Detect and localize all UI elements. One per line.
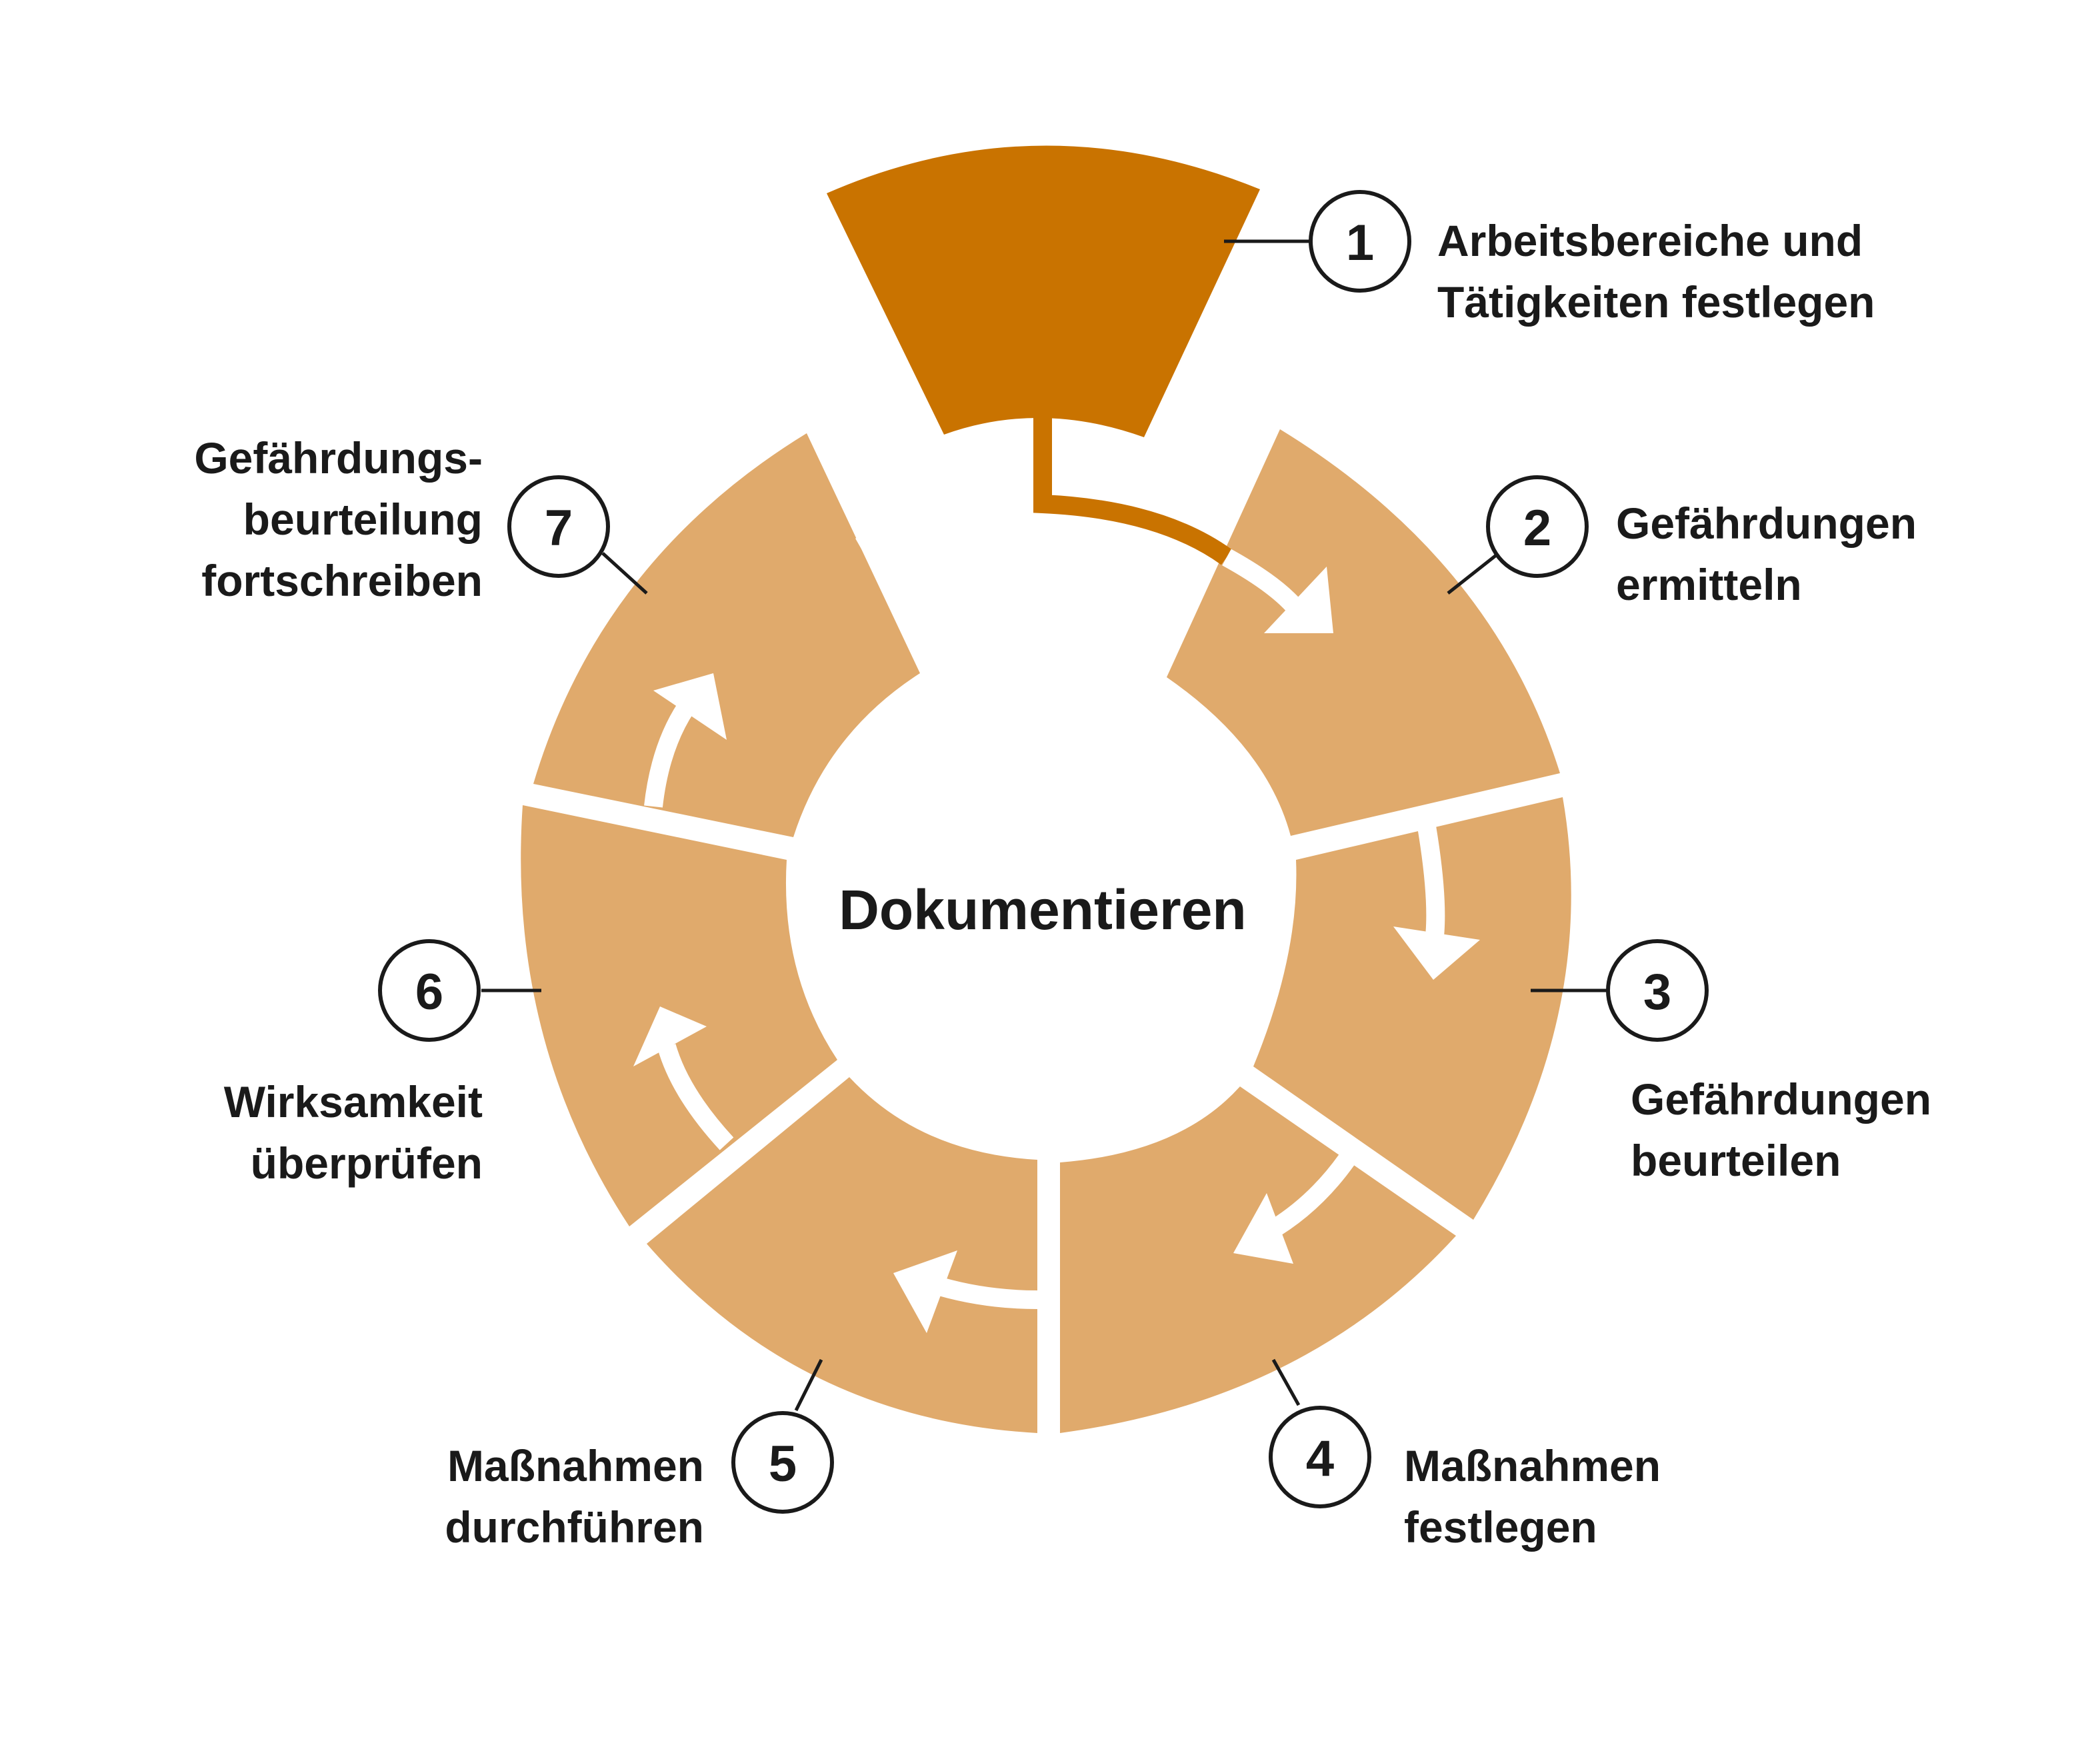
segment-2	[1167, 429, 1560, 836]
step-6-label-line-2: überprüfen	[251, 1138, 483, 1188]
step-labels: Arbeitsbereiche und Tätigkeiten festlege…	[194, 216, 1931, 1552]
step-7-label-line-1: Gefährdungs-	[194, 433, 483, 483]
step-3-label-line-2: beurteilen	[1631, 1136, 1841, 1185]
step-3-label-line-1: Gefährdungen	[1631, 1074, 1931, 1124]
step-number-3: 3	[1643, 964, 1671, 1020]
leader-lines	[481, 239, 1608, 1412]
step-number-6: 6	[415, 964, 443, 1020]
step-number-5: 5	[769, 1436, 797, 1492]
step-number-2: 2	[1523, 500, 1551, 557]
step-4-label-line-2: festlegen	[1404, 1502, 1597, 1552]
step-5-label-line-1: Maßnahmen	[447, 1441, 704, 1490]
flow-arrows	[644, 504, 1445, 1309]
step-number-7: 7	[545, 500, 573, 557]
segment-4	[1060, 1086, 1456, 1433]
center-label: Dokumentieren	[839, 878, 1246, 941]
step-number-4: 4	[1306, 1430, 1334, 1487]
segment-7	[533, 433, 920, 837]
step-numbers: 1 2 3 4 5 6 7	[415, 215, 1671, 1492]
connector-arrow-1-2	[1033, 416, 1233, 565]
step-1-label-line-2: Tätigkeiten festlegen	[1437, 277, 1875, 327]
step-6-label-line-1: Wirksamkeit	[224, 1077, 483, 1126]
segment-5	[647, 1077, 1037, 1433]
step-number-1: 1	[1346, 215, 1374, 271]
step-2-label-line-2: ermitteln	[1616, 560, 1802, 609]
number-circles	[378, 190, 1709, 1514]
arrow-heads	[633, 469, 1480, 1333]
step-7-label-line-3: fortschreiben	[201, 556, 483, 605]
ring-segments	[521, 429, 1571, 1433]
step-5-label-line-2: durchführen	[445, 1502, 704, 1552]
step-2-label-line-1: Gefährdungen	[1616, 499, 1917, 548]
segment-3	[1253, 797, 1571, 1220]
segment-1	[827, 145, 1260, 437]
step-1-label-line-1: Arbeitsbereiche und	[1437, 216, 1863, 265]
step-4-label-line-1: Maßnahmen	[1404, 1441, 1661, 1490]
step-7-label-line-2: beurteilung	[243, 495, 483, 544]
